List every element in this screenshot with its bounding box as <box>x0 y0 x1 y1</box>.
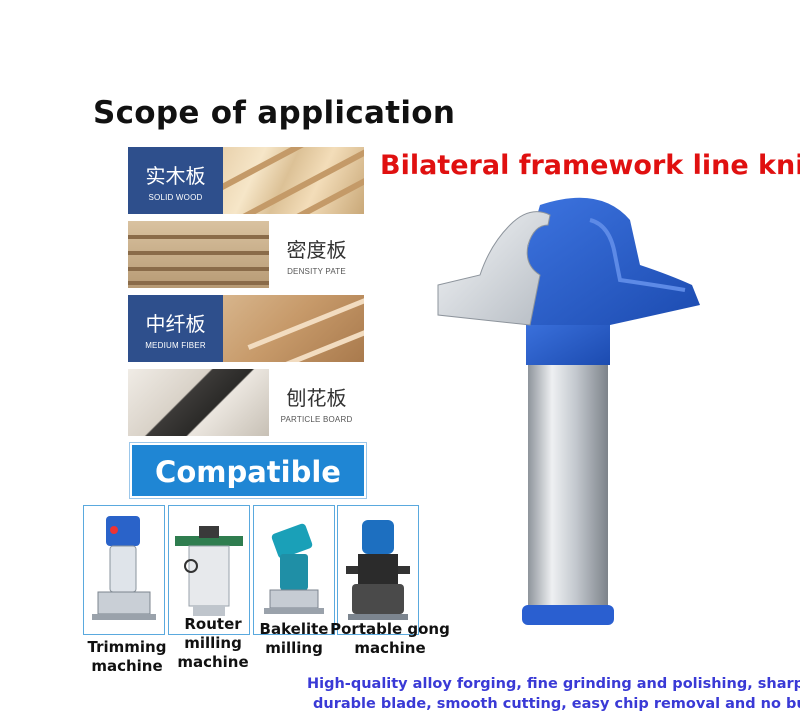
solid-wood-photo <box>223 147 364 214</box>
material-en: DENSITY PATE <box>287 266 346 276</box>
material-label-medium-fiber: 中纤板 MEDIUM FIBER <box>128 295 223 362</box>
scope-title: Scope of application <box>93 95 456 131</box>
material-label-solid-wood: 实木板 SOLID WOOD <box>128 147 223 214</box>
material-density-board: 密度板 DENSITY PATE <box>128 221 364 288</box>
machine-label-trimming: Trimming machine <box>87 638 167 675</box>
material-en: PARTICLE BOARD <box>280 414 353 424</box>
router-bit-image <box>430 185 720 635</box>
density-board-photo <box>128 221 269 288</box>
router-milling-machine-image <box>168 505 250 635</box>
bakelite-milling-image <box>253 505 335 635</box>
particle-board-photo <box>128 369 269 436</box>
material-medium-fiber: 中纤板 MEDIUM FIBER <box>128 295 364 362</box>
medium-fiber-photo <box>223 295 364 362</box>
trimming-machine-image <box>83 505 165 635</box>
product-title: Bilateral framework line knife <box>380 150 800 181</box>
material-zh: 中纤板 <box>145 311 206 336</box>
portable-gong-machine-image <box>337 505 419 635</box>
compatible-banner: Compatible <box>129 442 367 499</box>
machine-label-router: Router milling machine <box>177 615 249 671</box>
machine-label-bakelite: Bakelite milling <box>259 620 329 657</box>
material-solid-wood: 实木板 SOLID WOOD <box>128 147 364 214</box>
material-en: SOLID WOOD <box>148 192 203 202</box>
material-zh: 密度板 <box>286 237 347 262</box>
material-particle-board: 刨花板 PARTICLE BOARD <box>128 369 364 436</box>
material-en: MEDIUM FIBER <box>145 340 206 350</box>
material-zh: 实木板 <box>145 163 206 188</box>
material-label-particle-board: 刨花板 PARTICLE BOARD <box>269 369 364 436</box>
machine-label-portable-gong: Portable gong machine <box>330 620 450 657</box>
material-zh: 刨花板 <box>286 385 347 410</box>
material-label-density-board: 密度板 DENSITY PATE <box>269 221 364 288</box>
description-line-2: durable blade, smooth cutting, easy chip… <box>313 696 800 712</box>
description-line-1: High-quality alloy forging, fine grindin… <box>307 676 800 692</box>
